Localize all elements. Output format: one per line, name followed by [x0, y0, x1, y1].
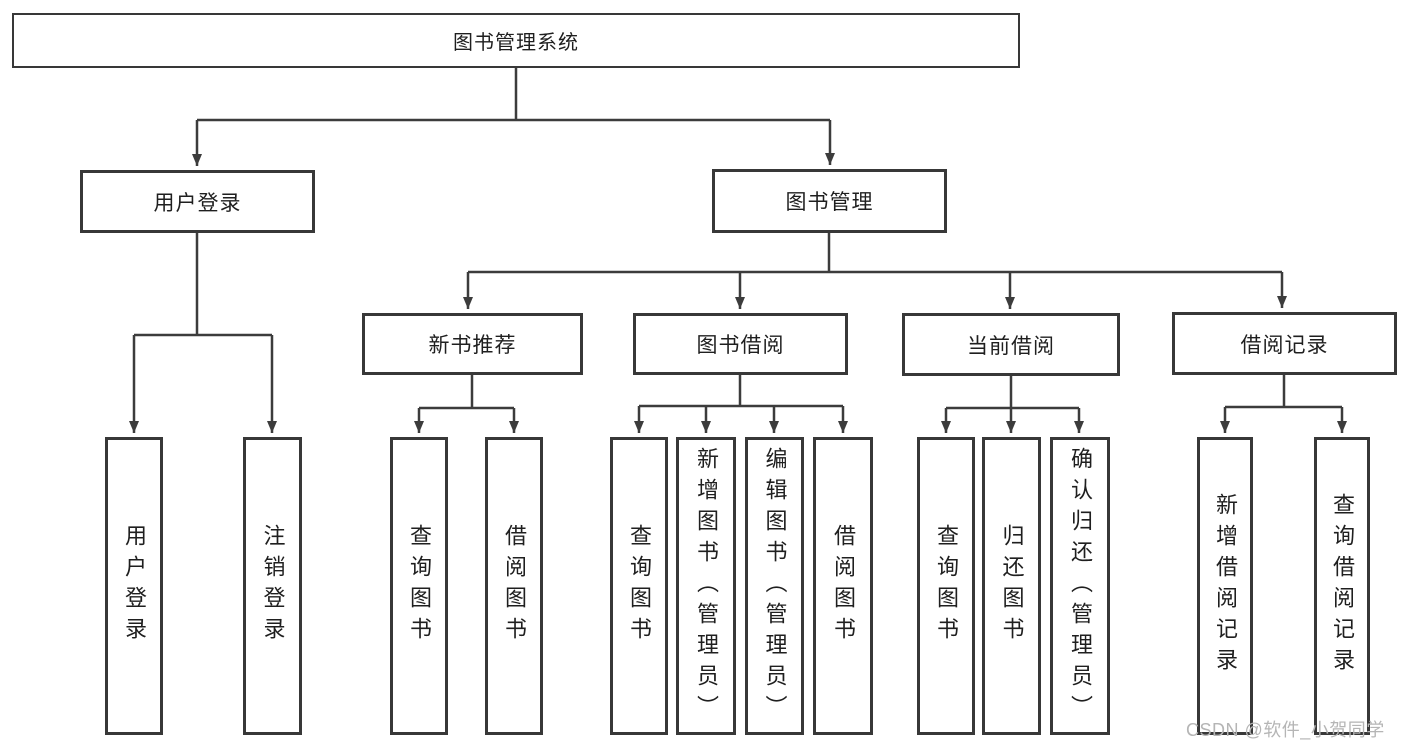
node-book-management: 图书管理: [712, 169, 947, 233]
leaf-label: 用户登录: [122, 524, 147, 648]
node-label: 图书管理系统: [453, 32, 579, 54]
leaf-label: 注销登录: [260, 524, 286, 648]
leaf-edit-books-admin: 编辑图书（管理员）: [745, 437, 804, 735]
leaf-add-borrow-record: 新增借阅记录: [1197, 437, 1253, 735]
leaf-label: 确认归还（管理员）: [1068, 446, 1093, 726]
node-label: 新书推荐: [428, 334, 517, 357]
leaf-label: 编辑图书（管理员）: [762, 446, 788, 726]
connector-current-borrow-to-leaves: [941, 376, 1084, 433]
leaf-confirm-return-admin: 确认归还（管理员）: [1050, 437, 1110, 735]
leaf-label: 借阅图书: [831, 524, 856, 648]
node-label: 借阅记录: [1240, 333, 1329, 357]
connector-book-management-to-groups: [463, 233, 1287, 309]
connector-book-borrow-to-leaves: [634, 375, 848, 433]
leaf-label: 查询借阅记录: [1330, 493, 1355, 679]
leaf-label: 借阅图书: [502, 524, 527, 648]
csdn-watermark: CSDN @软件_小贺同学: [1186, 720, 1385, 740]
leaf-return-books: 归还图书: [982, 437, 1041, 735]
node-label: 图书管理: [785, 191, 874, 214]
leaf-query-borrow-record: 查询借阅记录: [1314, 437, 1370, 735]
leaf-label: 查询图书: [627, 524, 652, 648]
node-user-login: 用户登录: [80, 170, 315, 233]
leaf-label: 查询图书: [407, 524, 432, 648]
leaf-query-books-current: 查询图书: [917, 437, 975, 735]
leaf-add-books-admin: 新增图书（管理员）: [676, 437, 736, 735]
node-label: 当前借阅: [967, 334, 1055, 358]
connector-root-to-branches: [192, 68, 835, 166]
leaf-logout: 注销登录: [243, 437, 302, 735]
leaf-label: 新增借阅记录: [1213, 493, 1238, 679]
node-label: 图书借阅: [696, 334, 785, 357]
leaf-borrow-books: 借阅图书: [813, 437, 873, 735]
leaf-borrow-books-recommend: 借阅图书: [485, 437, 543, 735]
connector-user-login-to-leaves: [129, 233, 277, 433]
node-borrow-records: 借阅记录: [1172, 312, 1397, 375]
connector-borrow-records-to-leaves: [1220, 375, 1347, 433]
leaf-query-books-borrow: 查询图书: [610, 437, 668, 735]
connector-new-book-to-leaves: [414, 375, 519, 433]
node-current-borrow: 当前借阅: [902, 313, 1120, 376]
leaf-label: 新增图书（管理员）: [694, 446, 719, 726]
node-root-system: 图书管理系统: [12, 13, 1020, 68]
leaf-user-login: 用户登录: [105, 437, 163, 735]
node-new-book-recommend: 新书推荐: [362, 313, 583, 375]
leaf-label: 归还图书: [999, 524, 1025, 648]
leaf-label: 查询图书: [934, 524, 959, 648]
leaf-query-books-recommend: 查询图书: [390, 437, 448, 735]
node-book-borrow: 图书借阅: [633, 313, 848, 375]
node-label: 用户登录: [153, 191, 242, 215]
